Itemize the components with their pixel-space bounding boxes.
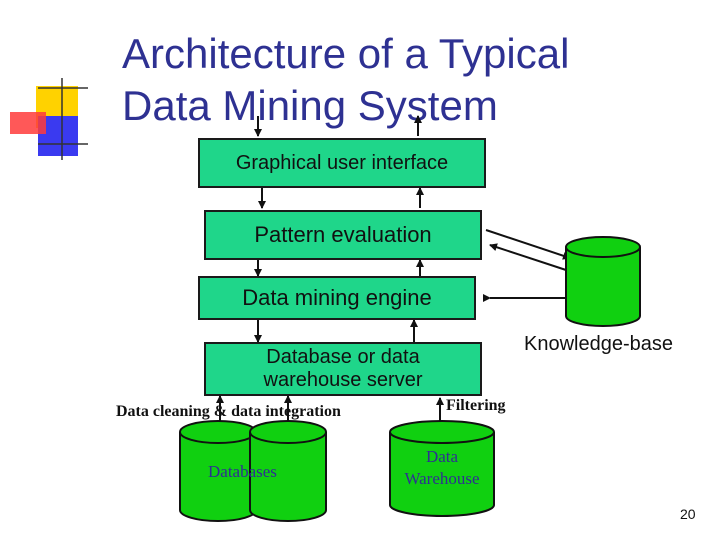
warehouse-label-line-1: Data [425,447,459,466]
server-label-line-2: warehouse server [263,369,423,391]
data-mining-engine-box: Data mining engine [198,276,476,320]
databases-label: Databases [208,462,277,481]
title-line-2: Data Mining System [122,82,498,129]
gui-box: Graphical user interface [198,138,486,188]
data-mining-engine-label: Data mining engine [242,285,432,310]
title-line-1: Architecture of a Typical [122,30,570,77]
knowledge-base-label: Knowledge-base [524,333,673,355]
cleaning-integration-label: Data cleaning & data integration [116,403,341,420]
server-label-line-1: Database or data [266,346,420,368]
warehouse-cylinder [389,420,495,517]
database-cylinder-right [249,420,327,522]
pattern-evaluation-box: Pattern evaluation [204,210,482,260]
page-title: Architecture of a Typical Data Mining Sy… [122,28,682,132]
knowledge-base-cylinder [565,236,641,327]
gui-label: Graphical user interface [235,151,449,174]
arrow-pattern-to-kb [485,229,571,260]
decorative-logo [10,78,88,160]
pattern-evaluation-label: Pattern evaluation [254,222,432,247]
page-number: 20 [680,506,696,522]
arrow-kb-to-pattern [489,243,567,271]
database-cylinder-left [179,420,257,522]
filtering-label: Filtering [446,397,506,414]
warehouse-label: Data Warehouse [390,446,494,490]
database-server-box: Database or data warehouse server [204,342,482,396]
warehouse-label-line-2: Warehouse [404,469,480,488]
deco-red-square [10,112,46,134]
